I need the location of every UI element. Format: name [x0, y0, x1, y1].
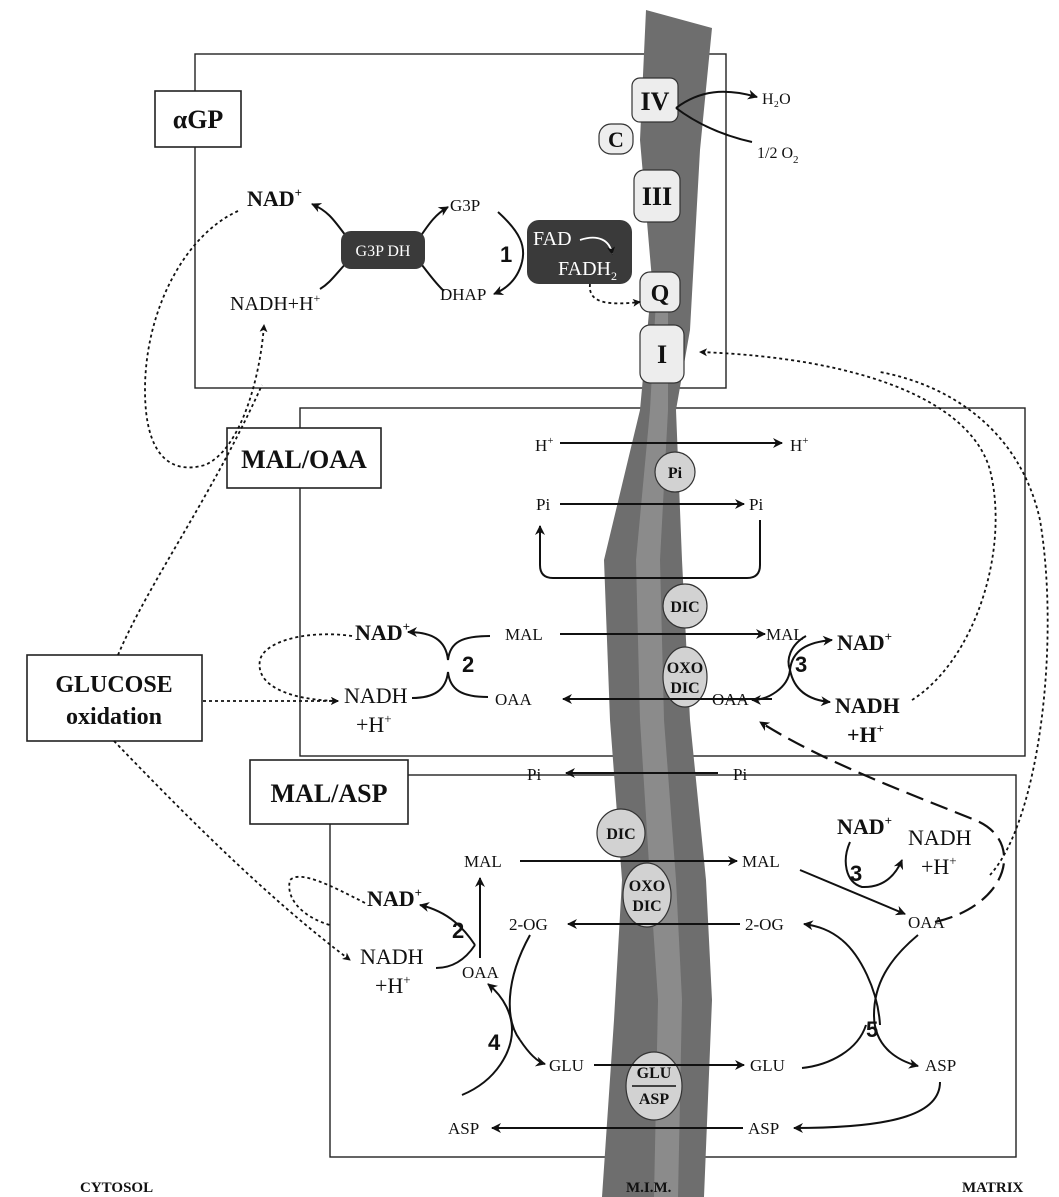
mal-asp-pi-right: Pi — [733, 765, 747, 784]
svg-text:oxidation: oxidation — [66, 704, 162, 730]
mal-asp-glu-left: GLU — [549, 1056, 584, 1075]
svg-text:OXO: OXO — [629, 878, 665, 895]
pi-right: Pi — [749, 495, 763, 514]
svg-text:C: C — [608, 127, 624, 152]
mal-oaa-nad-left: NAD+ — [355, 619, 410, 645]
mal-asp-nad-left: NAD+ — [367, 885, 422, 911]
dic-carrier-upper: DIC — [662, 583, 708, 629]
complex-iii: III — [633, 169, 681, 223]
glucose-oxidation-box: GLUCOSE oxidation — [26, 654, 203, 742]
mal-oaa-mal-right: MAL — [766, 625, 804, 644]
mal-asp-step-3: 3 — [850, 861, 862, 886]
svg-text:ASP: ASP — [639, 1091, 669, 1108]
fad-enzyme: FAD FADH2 — [527, 220, 632, 284]
membrane-highlight — [636, 300, 682, 1197]
mal-oaa-nadh-right: NADH — [835, 693, 900, 718]
mal-oaa-mal-left: MAL — [505, 625, 543, 644]
pi-left: Pi — [536, 495, 550, 514]
coenzyme-q: Q — [639, 271, 681, 313]
svg-text:FADH2: FADH2 — [558, 258, 617, 283]
h-left: H+ — [535, 435, 554, 455]
agp-label-box: αGP — [154, 90, 242, 148]
svg-text:αGP: αGP — [173, 105, 224, 134]
dic-carrier-lower: DIC — [596, 808, 646, 858]
svg-text:G3P DH: G3P DH — [356, 243, 411, 260]
mal-asp-nadh-right: NADH — [908, 825, 972, 850]
mal-asp-hplus-left: +H+ — [375, 972, 411, 998]
g3p-label: G3P — [450, 196, 480, 215]
mal-asp-asp-bottom-left: ASP — [448, 1119, 479, 1138]
mal-asp-asp-right: ASP — [925, 1056, 956, 1075]
svg-text:Q: Q — [651, 281, 670, 307]
svg-text:Pi: Pi — [668, 465, 683, 482]
mal-oaa-hplus-right: +H+ — [847, 721, 884, 747]
svg-text:DIC: DIC — [670, 599, 699, 616]
mal-oaa-nad-right: NAD+ — [837, 629, 892, 655]
pi-carrier: Pi — [654, 451, 696, 493]
mal-oaa-hplus-left: +H+ — [356, 711, 392, 737]
mal-oaa-step-3: 3 — [795, 652, 807, 677]
svg-text:FAD: FAD — [533, 228, 572, 250]
svg-text:OXO: OXO — [667, 660, 703, 677]
cytochrome-c: C — [598, 123, 634, 155]
mal-asp-label-box: MAL/ASP — [249, 759, 409, 825]
oxo-dic-carrier-upper: OXO DIC — [662, 646, 708, 708]
svg-text:I: I — [657, 340, 667, 369]
mal-asp-nadh-left: NADH — [360, 944, 424, 969]
mal-asp-step-2: 2 — [452, 918, 464, 943]
mal-asp-asp-bottom-right: ASP — [748, 1119, 779, 1138]
mal-asp-og-right: 2-OG — [745, 915, 784, 934]
svg-text:DIC: DIC — [606, 826, 635, 843]
svg-text:III: III — [642, 182, 672, 211]
mal-asp-hplus-right: +H+ — [921, 853, 957, 879]
svg-text:GLU: GLU — [637, 1065, 672, 1082]
svg-text:DIC: DIC — [670, 680, 699, 697]
mal-asp-step-4: 4 — [488, 1030, 501, 1055]
complex-i: I — [639, 324, 685, 384]
mal-asp-glu-right: GLU — [750, 1056, 785, 1075]
agp-panel — [194, 53, 727, 389]
mal-asp-nad-right: NAD+ — [837, 813, 892, 839]
mal-oaa-oaa-left: OAA — [495, 690, 533, 709]
glu-asp-carrier: GLU ASP — [625, 1051, 683, 1121]
g3p-dh-enzyme: G3P DH — [341, 231, 425, 269]
complex-iv: IV — [631, 77, 679, 123]
step-1: 1 — [500, 242, 512, 267]
mal-asp-oaa-left: OAA — [462, 963, 500, 982]
mal-asp-mal-right: MAL — [742, 852, 780, 871]
o2-label: 1/2 O2 — [757, 145, 799, 166]
mal-oaa-oaa-right: OAA — [712, 690, 750, 709]
svg-text:IV: IV — [641, 87, 670, 116]
dhap-label: DHAP — [440, 285, 486, 304]
mal-asp-step-5: 5 — [866, 1017, 878, 1042]
mal-asp-pi-left: Pi — [527, 765, 541, 784]
svg-text:MAL/OAA: MAL/OAA — [241, 445, 367, 474]
mal-oaa-label-box: MAL/OAA — [226, 427, 382, 489]
h2o-label: H₂O — [762, 91, 791, 108]
h-right: H+ — [790, 435, 809, 455]
agp-nadh: NADH+H+ — [230, 291, 321, 315]
mal-asp-og-left: 2-OG — [509, 915, 548, 934]
oxo-dic-carrier-lower: OXO DIC — [622, 862, 672, 928]
mal-oaa-nadh-left: NADH — [344, 683, 408, 708]
agp-nad: NAD+ — [247, 185, 302, 211]
svg-text:MAL/ASP: MAL/ASP — [271, 779, 388, 808]
matrix-label: MATRIX — [962, 1180, 1024, 1196]
mal-asp-mal-left: MAL — [464, 852, 502, 871]
svg-text:DIC: DIC — [632, 898, 661, 915]
svg-text:GLUCOSE: GLUCOSE — [55, 672, 172, 698]
cytosol-label: CYTOSOL — [80, 1180, 153, 1196]
mal-asp-oaa-right: OAA — [908, 913, 946, 932]
mim-label: M.I.M. — [626, 1180, 672, 1196]
mal-oaa-step-2: 2 — [462, 652, 474, 677]
